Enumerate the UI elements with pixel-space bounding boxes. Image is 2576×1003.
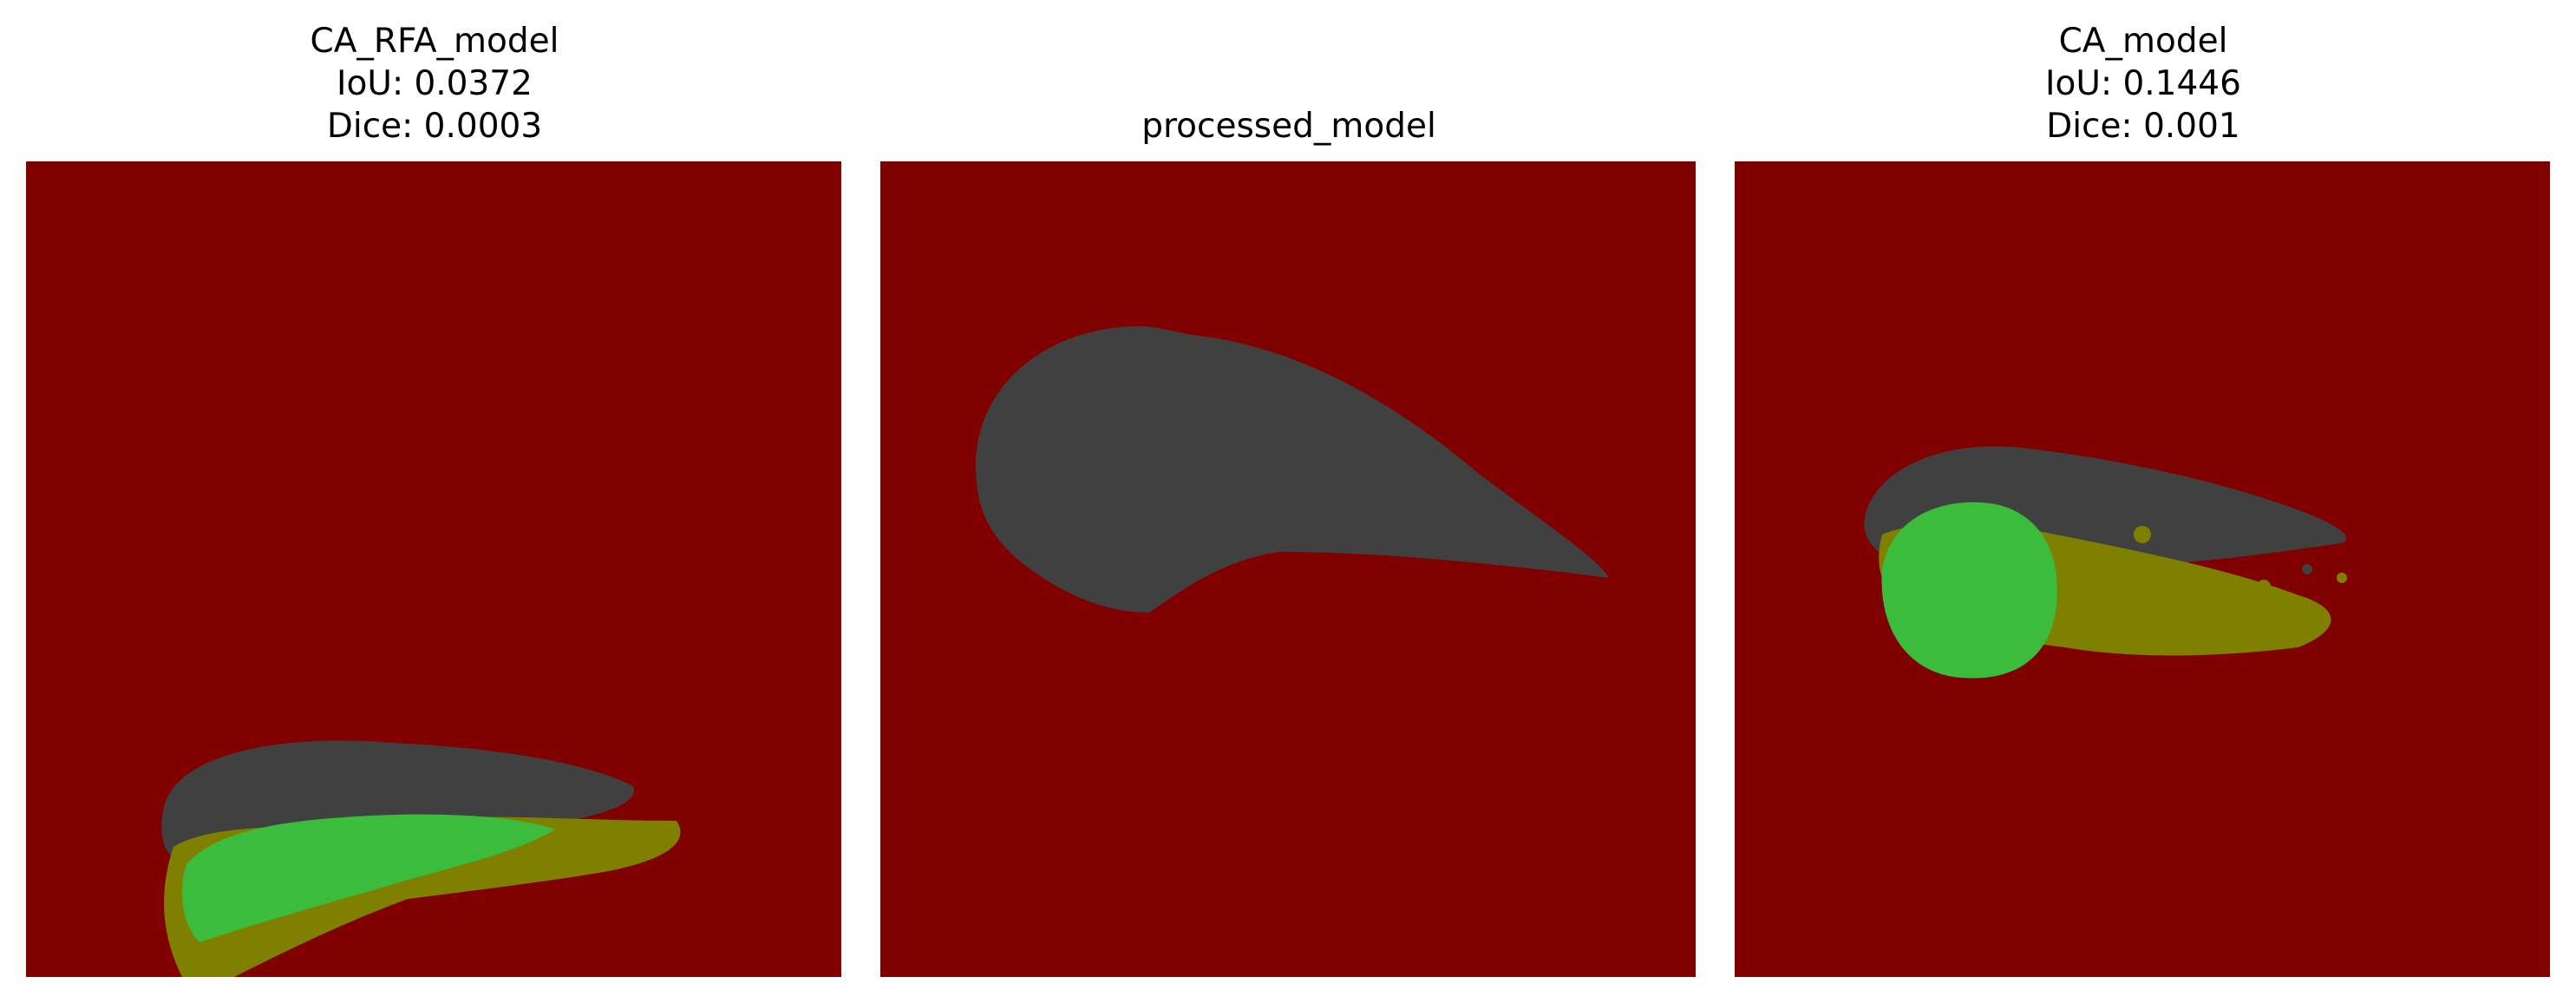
panel-title-line-1: CA_RFA_model [310,22,559,61]
panel-title-line-2: IoU: 0.1446 [2045,64,2241,103]
panel-title-line-1: CA_model [2058,22,2228,61]
speckle [2337,573,2347,583]
speckle [2179,562,2193,576]
panel-title-line-1: processed_model [1141,107,1436,146]
speckle [2302,564,2312,574]
speckle [2214,546,2226,558]
region-true-positive [182,814,555,942]
panel-processed-model: processed_model [880,0,1697,1003]
segmentation-image-processed [880,161,1696,977]
region-true-positive [1881,502,2057,678]
segmentation-image-ca [1735,161,2550,977]
speckle [2257,580,2271,593]
panel-ca-model: CA_model IoU: 0.1446 Dice: 0.001 [1735,0,2552,1003]
panel-title-line-3: Dice: 0.0003 [326,107,543,146]
panel-title-line-3: Dice: 0.001 [2046,107,2240,146]
region-mask [976,326,1609,613]
panel-title-line-2: IoU: 0.0372 [337,64,533,103]
speckle [2134,526,2151,543]
panel-ca-rfa-model: CA_RFA_model IoU: 0.0372 Dice: 0.0003 [26,0,843,1003]
segmentation-image-ca-rfa [26,161,841,977]
hole [1345,662,1359,676]
